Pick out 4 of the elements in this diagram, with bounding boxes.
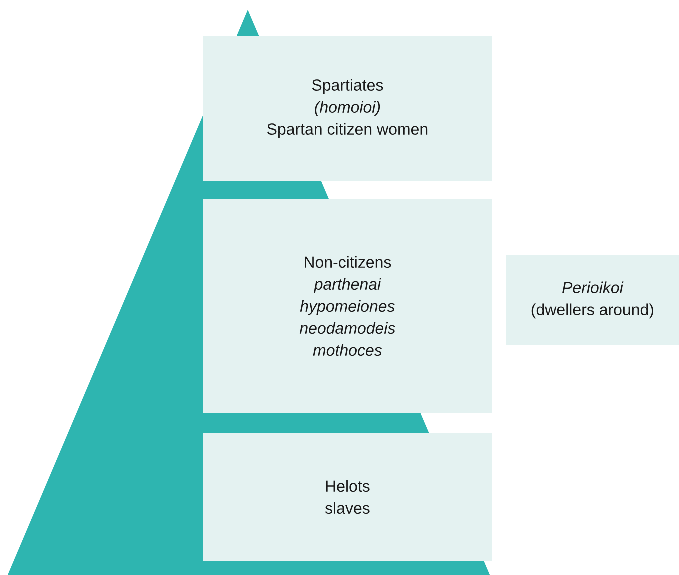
text-box: Perioikoi (dwellers around) — [506, 255, 679, 346]
text-box: Non-citizens parthenai hypomeiones neodamodeis mothoces — [203, 199, 492, 414]
text-box: Spartiates (homoioi) Spartan citizen women — [203, 36, 492, 182]
text-box: Helots slaves — [203, 433, 492, 562]
